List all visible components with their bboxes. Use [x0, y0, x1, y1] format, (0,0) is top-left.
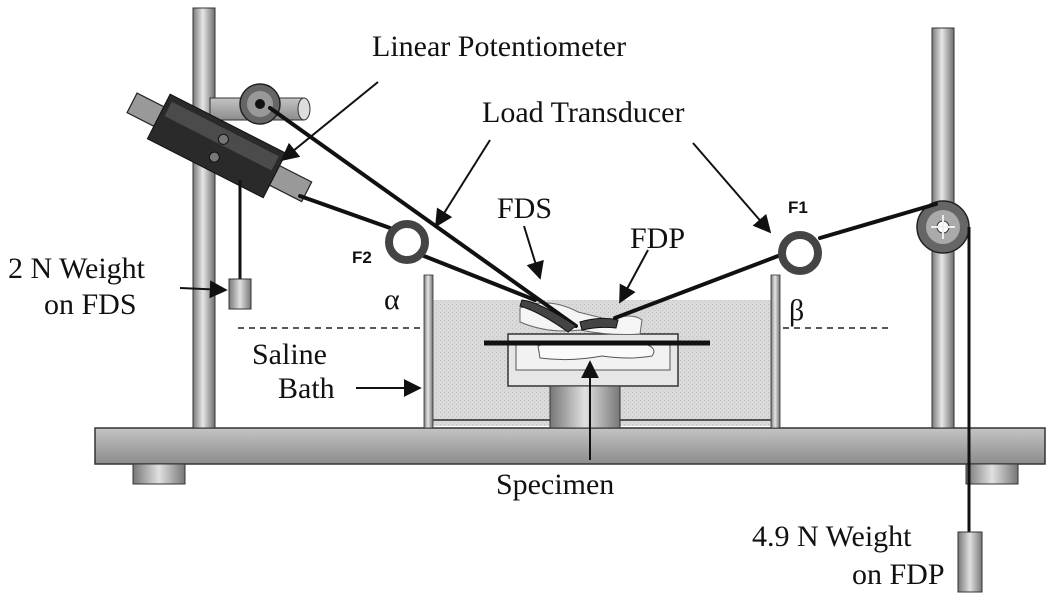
right-pulley [916, 200, 970, 254]
load-transducer-f1 [778, 231, 822, 275]
tendon-ends [519, 299, 619, 333]
label-f1: F1 [788, 198, 808, 217]
label-weight-fds-line2: on FDS [44, 288, 137, 321]
label-beta: β [789, 294, 804, 327]
left-pulley [239, 83, 281, 125]
tendon-cables [268, 106, 938, 328]
label-specimen: Specimen [496, 468, 614, 501]
left-weight [228, 278, 252, 310]
label-fds: FDS [497, 192, 552, 225]
label-weight-fdp-line2: on FDP [852, 558, 945, 591]
label-weight-fds-line1: 2 N Weight [8, 252, 146, 285]
label-linear-potentiometer: Linear Potentiometer [372, 30, 626, 63]
load-transducer-f2 [385, 220, 429, 264]
base-foot-right [965, 463, 1019, 485]
base-foot-left [132, 463, 186, 485]
label-alpha: α [384, 283, 400, 316]
label-fdp: FDP [630, 222, 685, 255]
label-saline-line2: Bath [278, 372, 335, 405]
label-load-transducer: Load Transducer [482, 96, 684, 129]
left-support-rod [192, 7, 216, 429]
label-saline-line1: Saline [252, 338, 327, 371]
base-plate [94, 427, 1046, 465]
right-weight [957, 531, 983, 593]
label-f2: F2 [352, 248, 372, 267]
label-weight-fdp-line1: 4.9 N Weight [752, 520, 912, 553]
annotation-arrows [179, 81, 772, 460]
linear-potentiometer [126, 92, 313, 203]
